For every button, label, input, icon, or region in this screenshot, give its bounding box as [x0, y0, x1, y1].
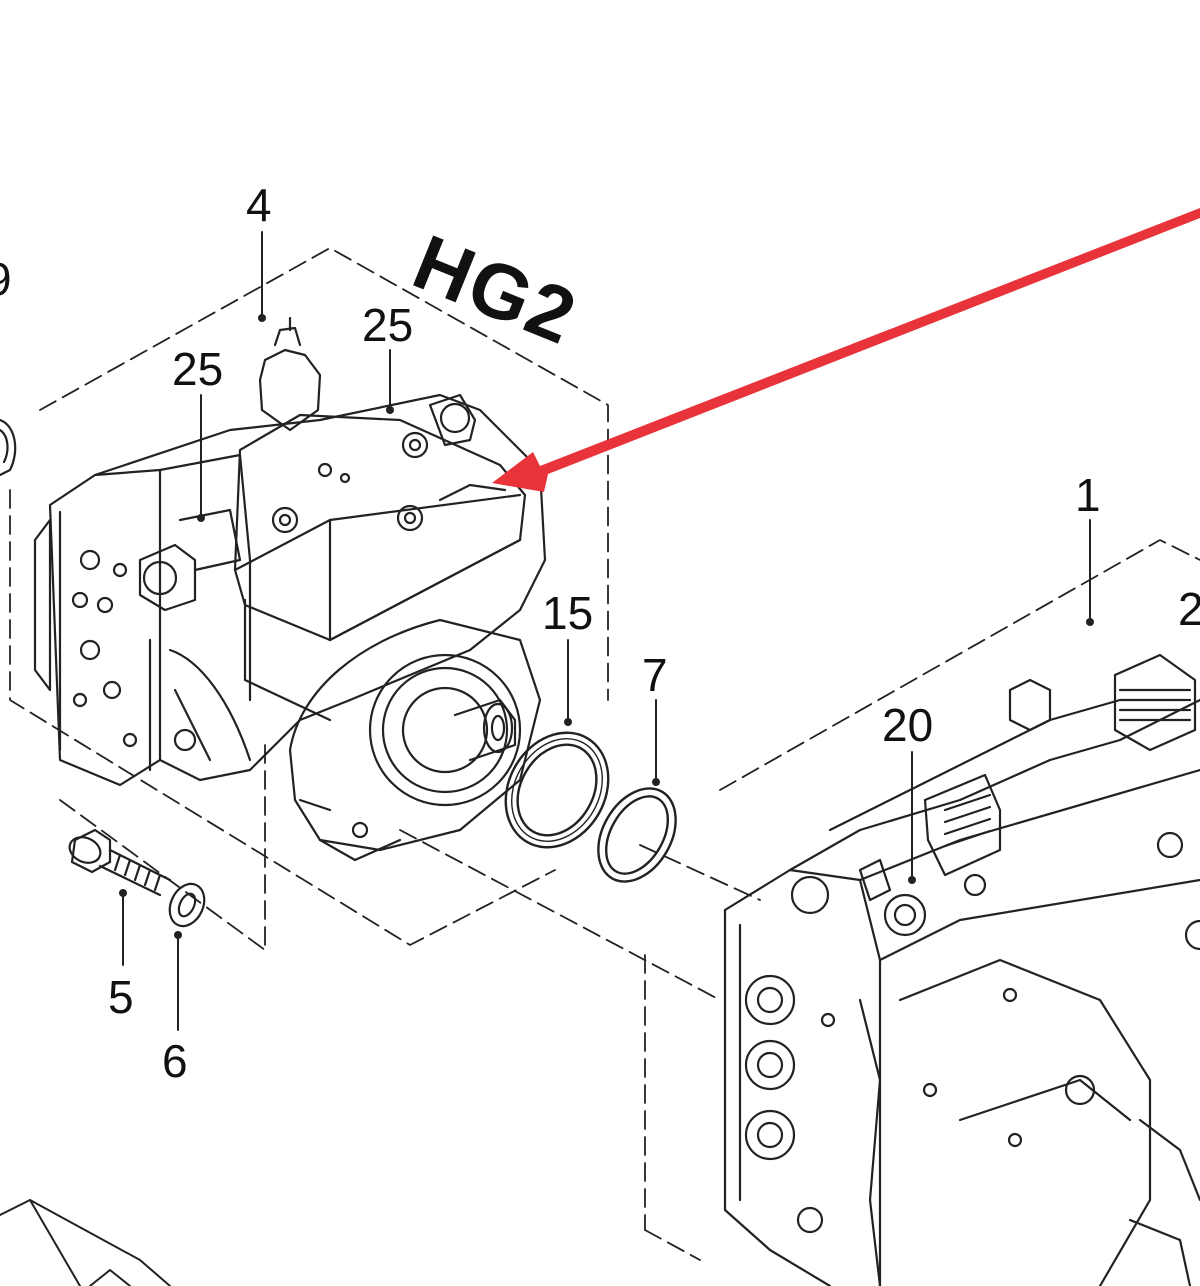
pump1-dashed-boundary — [399, 539, 1200, 1261]
callout-7: 7 — [642, 649, 668, 701]
callout-15: 15 — [542, 587, 594, 639]
hg2-pump-body — [0, 316, 547, 862]
callout-2-partial: 2 — [1178, 583, 1200, 635]
partial-part-bottom-left — [0, 1199, 171, 1286]
hg2-dashed-boundary — [9, 247, 609, 951]
callout-1: 1 — [1075, 469, 1101, 521]
screw-5 — [68, 828, 172, 897]
red-pointer-arrow — [492, 208, 1200, 492]
callout-25-left: 25 — [172, 343, 224, 395]
callout-5: 5 — [108, 971, 134, 1023]
leader-lines — [122, 231, 1091, 1031]
callout-9-partial: 9 — [0, 256, 12, 302]
o-ring-7 — [597, 787, 677, 883]
washer-6 — [168, 882, 206, 928]
seal-ring-15 — [504, 731, 610, 849]
callout-20: 20 — [882, 699, 934, 751]
callout-4: 4 — [246, 179, 272, 231]
pump1-body — [723, 653, 1200, 1286]
callout-25-right: 25 — [362, 299, 414, 351]
callout-6: 6 — [162, 1035, 188, 1087]
